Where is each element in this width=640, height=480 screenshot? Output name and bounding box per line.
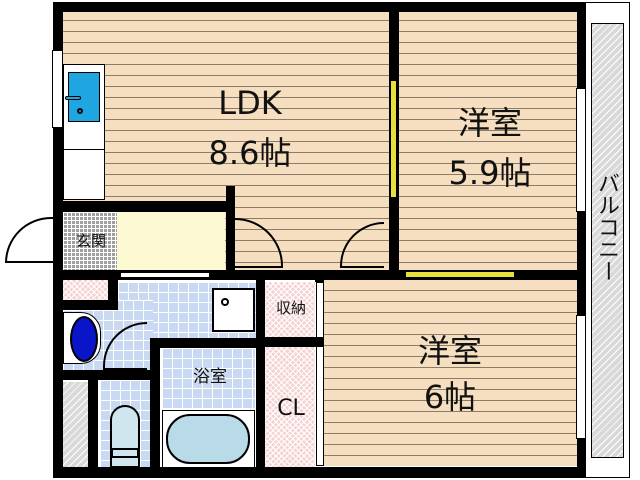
- bathroom-floor: [162, 348, 255, 408]
- wall-bath-left: [150, 338, 160, 470]
- wall-left: [53, 2, 63, 478]
- sliding-door-ldk-western1[interactable]: [390, 80, 397, 198]
- western-room-1-floor: [398, 10, 578, 272]
- vanity-unit: [212, 288, 255, 332]
- wall-kitchen-entrance: [63, 201, 235, 212]
- wall-bath-top: [153, 338, 256, 348]
- closet-door[interactable]: [316, 282, 324, 466]
- western2-window[interactable]: [576, 315, 586, 439]
- vanity-basin-icon: [221, 298, 229, 306]
- wall-right: [577, 2, 586, 478]
- closet-label: CL: [277, 396, 305, 421]
- washroom-sliding-door[interactable]: [120, 272, 210, 278]
- washer-drum-icon: [70, 316, 98, 362]
- bathtub-icon: [166, 414, 250, 464]
- wall-bottom: [53, 467, 586, 478]
- toilet-tank: [111, 448, 139, 458]
- wall-storage-left: [256, 280, 265, 470]
- wall-western2-left: [315, 270, 324, 282]
- toilet-storage: [63, 382, 88, 468]
- entrance-floor-tiled: [63, 212, 117, 272]
- wall-washer-bottom: [63, 370, 153, 380]
- wall-toilet-left: [88, 380, 98, 470]
- ldk-label: LDK: [218, 84, 282, 122]
- bathroom-label: 浴室: [193, 367, 227, 387]
- western2-size: 6帖: [423, 378, 477, 416]
- wall-storage-closet: [256, 337, 324, 347]
- balcony-label: バルコニー: [594, 172, 619, 282]
- storage-label: 収納: [275, 299, 306, 317]
- wall-shoe-bottom: [63, 300, 118, 310]
- western2-label: 洋室: [417, 332, 482, 370]
- balcony: [585, 2, 630, 478]
- kitchen-divider: [63, 149, 105, 150]
- balcony-floor: [591, 23, 624, 458]
- western1-window[interactable]: [576, 88, 586, 212]
- toilet-icon: [110, 405, 140, 468]
- wall-top: [53, 2, 586, 12]
- storage-floor: [265, 282, 315, 337]
- entrance-label: 玄関: [75, 232, 106, 250]
- drain-icon: [77, 108, 83, 114]
- closet-floor: [265, 347, 315, 467]
- entrance-hall-floor: [117, 212, 225, 270]
- wall-shoe-right: [108, 278, 118, 310]
- faucet-icon: [65, 96, 81, 100]
- western1-size: 5.9帖: [448, 154, 532, 192]
- ldk-size: 8.6帖: [208, 134, 292, 172]
- front-door[interactable]: [5, 217, 53, 263]
- shoe-cabinet: [63, 278, 108, 300]
- wall-entrance-right: [226, 186, 235, 272]
- sliding-door-western2[interactable]: [405, 271, 515, 278]
- western1-label: 洋室: [457, 104, 522, 142]
- western-room-2-floor: [323, 280, 578, 466]
- kitchen-window[interactable]: [52, 50, 63, 128]
